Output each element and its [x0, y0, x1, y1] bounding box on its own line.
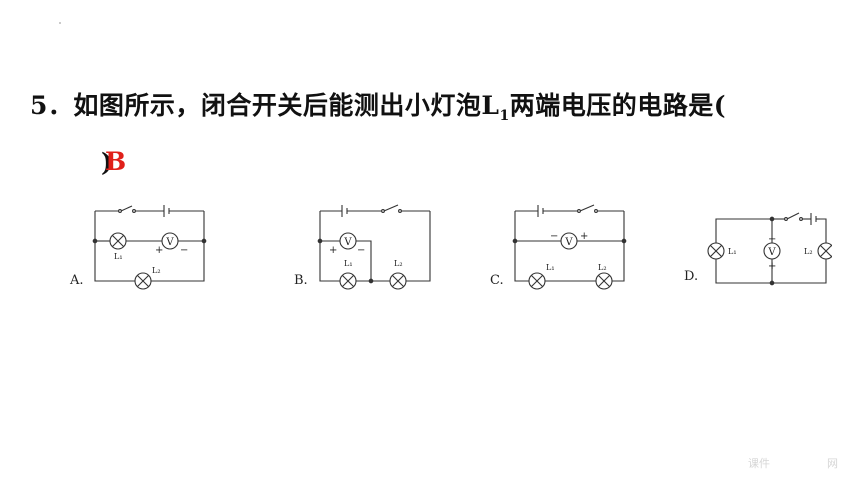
- plus-terminal: +: [768, 261, 776, 272]
- lamp-l2-label: L₂: [804, 247, 813, 256]
- lamp-l2-label: L₂: [394, 259, 403, 268]
- option-c-label: C.: [490, 273, 504, 288]
- lamp-l1-label: L₁: [728, 247, 737, 256]
- option-b-label: B.: [294, 273, 308, 288]
- closing-paren: ): [101, 148, 113, 177]
- minus-terminal: −: [768, 234, 776, 245]
- circuit-d: V − + L₁ L₂ D.: [684, 212, 832, 286]
- voltmeter-label: V: [564, 237, 573, 248]
- voltmeter-icon: [763, 242, 781, 260]
- watermark-left: 课件: [748, 457, 770, 470]
- lamp-l2-icon: [817, 242, 832, 260]
- minus-terminal: −: [550, 231, 558, 242]
- voltmeter-label: V: [767, 247, 776, 258]
- voltmeter-label: V: [165, 237, 174, 248]
- option-d-label: D.: [684, 269, 698, 284]
- decor-dot: [59, 22, 61, 24]
- answer-text: B: [105, 147, 127, 176]
- minus-terminal: −: [357, 245, 365, 256]
- question-subscript: 1: [499, 108, 510, 124]
- circuit-b: V + − L₁ L₂ B.: [294, 204, 431, 290]
- lamp-l2-label: L₂: [152, 266, 161, 275]
- plus-terminal: +: [329, 245, 337, 256]
- lamp-l1-label: L₁: [344, 259, 353, 268]
- question-text: 5．如图所示，闭合开关后能测出小灯泡L1两端电压的电路是(: [30, 86, 726, 124]
- lamp-l2-label: L₂: [598, 263, 607, 272]
- watermark-right: 网: [827, 457, 838, 470]
- circuit-a: V + − L₁ L₂ A.: [69, 205, 207, 290]
- question-body-2: 两端电压的电路是(: [509, 91, 727, 120]
- plus-terminal: +: [580, 231, 588, 242]
- lamp-l1-label: L₁: [114, 252, 123, 261]
- option-a-label: A.: [69, 273, 84, 288]
- circuit-c: V − + L₁ L₂ C.: [490, 204, 627, 290]
- plus-terminal: +: [155, 245, 163, 256]
- lamp-l1-label: L₁: [546, 263, 555, 272]
- minus-terminal: −: [180, 245, 188, 256]
- question-number: 5: [30, 91, 48, 120]
- voltmeter-label: V: [343, 237, 352, 248]
- question-body-1: ．如图所示，闭合开关后能测出小灯泡L: [47, 91, 500, 120]
